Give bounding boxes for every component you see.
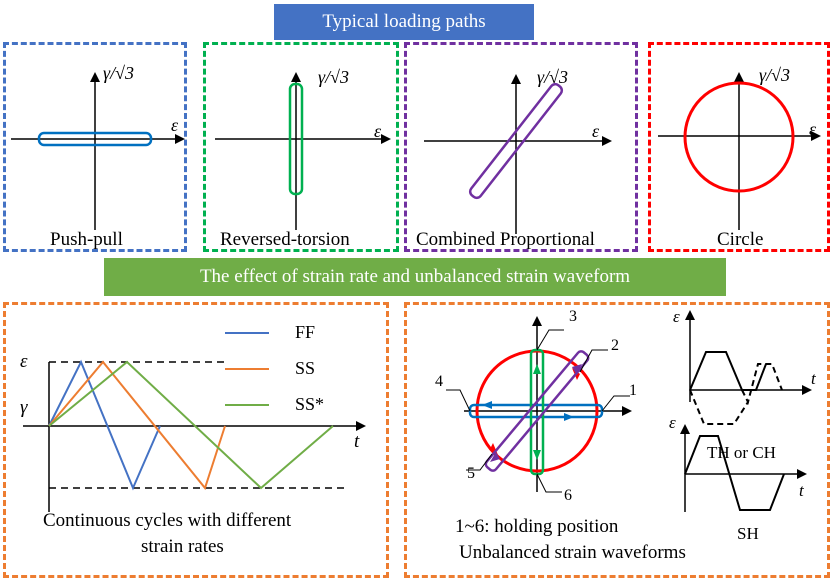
holding-label-6: 6 bbox=[564, 487, 572, 504]
holding-label-1: 1 bbox=[629, 382, 637, 399]
circle-path bbox=[683, 81, 795, 193]
combined-proportional-diagram bbox=[424, 74, 612, 234]
strain-rates-chart bbox=[23, 332, 366, 512]
reversed-torsion-diagram bbox=[215, 72, 391, 230]
push-pull-panel: γ/√3 ε Push-pull bbox=[3, 42, 187, 252]
waveform-time-label: t bbox=[811, 369, 816, 388]
strain-rates-panel: FF SS SS* ε γ t Continuous cycles with d… bbox=[3, 302, 389, 578]
typical-loading-paths-banner: Typical loading paths bbox=[274, 4, 534, 40]
sh-label: SH bbox=[737, 524, 759, 543]
circle-diagram bbox=[658, 72, 821, 230]
shear-axis-label: γ/√3 bbox=[759, 65, 790, 85]
rates-caption-line1: Continuous cycles with different bbox=[43, 510, 292, 531]
axial-axis-label: ε bbox=[809, 119, 817, 139]
push-pull-path bbox=[37, 131, 153, 147]
rates-caption-line2: strain rates bbox=[141, 536, 224, 557]
waveform-epsilon-label: ε bbox=[673, 307, 680, 326]
epsilon-label: ε bbox=[20, 351, 28, 372]
reversed-torsion-panel: γ/√3 ε Reversed-torsion bbox=[203, 42, 399, 252]
holding-caption: 1~6: holding position bbox=[455, 516, 619, 537]
unbalanced-caption: Unbalanced strain waveforms bbox=[459, 542, 686, 563]
ff-waveform bbox=[48, 359, 161, 491]
sh-time-label: t bbox=[799, 481, 804, 500]
push-pull-label: Push-pull bbox=[50, 229, 123, 250]
holding-label-2: 2 bbox=[611, 337, 619, 354]
push-pull-diagram bbox=[11, 72, 185, 230]
reversed-torsion-label: Reversed-torsion bbox=[220, 229, 350, 250]
time-axis-label: t bbox=[354, 431, 360, 452]
combined-proportional-path bbox=[468, 82, 564, 200]
holding-label-5: 5 bbox=[467, 465, 475, 482]
circle-label: Circle bbox=[717, 229, 764, 250]
legend-ff: FF bbox=[295, 322, 316, 342]
sh-epsilon-label: ε bbox=[669, 413, 676, 432]
axial-axis-label: ε bbox=[592, 121, 600, 141]
axial-axis-label: ε bbox=[171, 115, 179, 135]
gamma-label: γ bbox=[20, 397, 28, 418]
combined-proportional-panel: γ/√3 ε Combined Proportional bbox=[404, 42, 638, 252]
strain-rate-banner: The effect of strain rate and unbalanced… bbox=[104, 258, 726, 296]
holding-label-4: 4 bbox=[435, 373, 443, 390]
unbalanced-waveforms-panel: 1 2 3 4 5 6 ε t TH or CH ε t SH 1~6: hol… bbox=[404, 302, 830, 578]
holding-label-3: 3 bbox=[569, 308, 577, 325]
shear-axis-label: γ/√3 bbox=[537, 67, 568, 87]
legend-ss: SS bbox=[295, 358, 316, 378]
combined-proportional-label: Combined Proportional bbox=[416, 229, 595, 250]
ss-star-waveform bbox=[48, 360, 334, 490]
shear-axis-label: γ/√3 bbox=[103, 63, 134, 83]
reversed-torsion-path bbox=[288, 82, 304, 196]
legend-ss-star: SS* bbox=[295, 394, 325, 414]
holding-position-diagram bbox=[446, 310, 812, 512]
circle-panel: γ/√3 ε Circle bbox=[648, 42, 830, 252]
axial-axis-label: ε bbox=[374, 121, 382, 141]
shear-axis-label: γ/√3 bbox=[318, 67, 349, 87]
ss-waveform bbox=[48, 360, 226, 491]
th-ch-label: TH or CH bbox=[707, 443, 776, 462]
